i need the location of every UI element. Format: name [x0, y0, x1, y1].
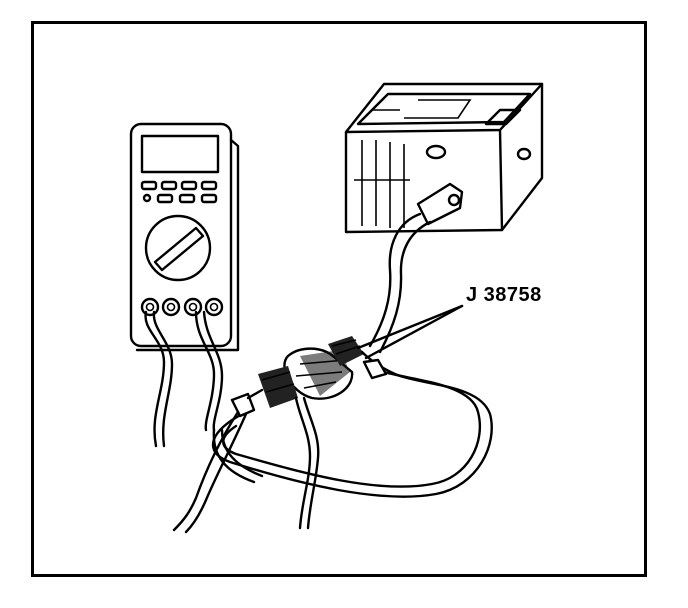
multimeter [129, 122, 240, 448]
lead-plug-right [362, 358, 388, 380]
meter-test-leads [144, 310, 224, 448]
battery-lid [356, 92, 532, 126]
battery-vent [484, 108, 522, 126]
battery-cable [368, 212, 422, 348]
lead-plug-left [230, 392, 256, 418]
battery-terminal-clamp [416, 182, 464, 226]
multimeter-side [135, 138, 240, 352]
battery-corner-edge [498, 128, 504, 232]
battery [344, 82, 544, 354]
multimeter-buttons [140, 180, 218, 204]
callout-leaders [356, 304, 464, 360]
figure-border [31, 21, 647, 577]
callout-label: J 38758 [466, 284, 542, 306]
rotary-selector-dial [144, 214, 212, 282]
battery-terminal-cap [425, 144, 447, 160]
connector-left [258, 366, 298, 408]
multimeter-display [140, 134, 220, 174]
connector-right [328, 336, 364, 366]
j38758-tester [172, 336, 493, 534]
